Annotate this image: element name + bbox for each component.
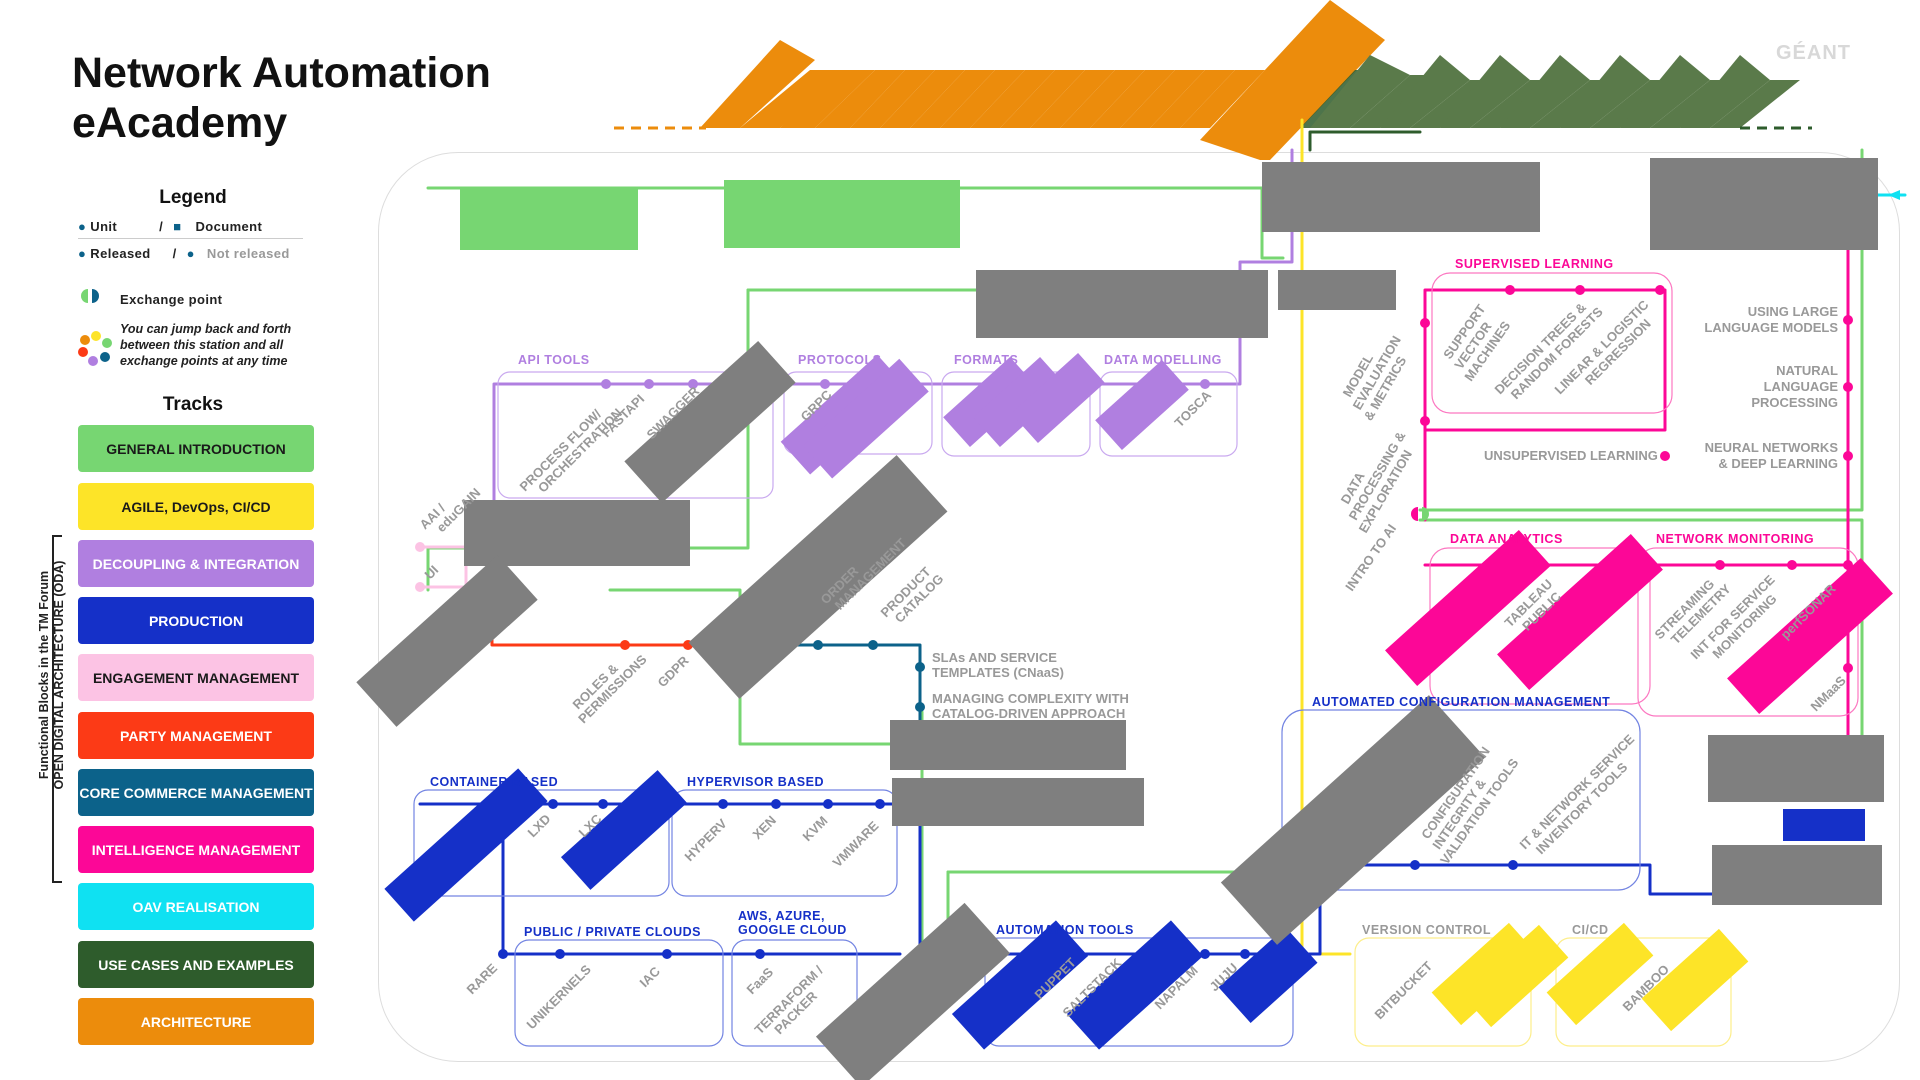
group-supervised: SUPERVISED LEARNING bbox=[1455, 257, 1614, 271]
legend-title: Legend bbox=[159, 187, 227, 208]
title-line-2: eAcademy bbox=[72, 99, 288, 147]
station-hyperv: HYPERV bbox=[682, 816, 730, 864]
group-titles: API TOOLS PROTOCOLS FORMATS DATA MODELLI… bbox=[430, 257, 1814, 939]
legend-unit-label: Unit bbox=[90, 219, 118, 234]
station-bitbucket: BITBUCKET bbox=[1372, 958, 1436, 1022]
station-kvm: KVM bbox=[800, 813, 831, 844]
group-data-analytics: DATA ANALYTICS bbox=[1450, 532, 1563, 546]
station-faas: FaaS bbox=[744, 964, 777, 997]
legend-divider bbox=[78, 238, 303, 239]
group-automated-config: AUTOMATED CONFIGURATION MANAGEMENT bbox=[1312, 695, 1610, 709]
legend-unit-document-row: ● Unit / ■ Document bbox=[78, 219, 262, 234]
group-hypervisor: HYPERVISOR BASED bbox=[687, 775, 824, 789]
oda-bracket bbox=[52, 535, 62, 883]
station-svm: SUPPORTVECTORMACHINES bbox=[1437, 301, 1514, 384]
station-unikernels: UNIKERNELS bbox=[524, 962, 595, 1033]
legend-separator: / bbox=[159, 219, 164, 234]
group-boxes bbox=[413, 272, 1859, 1047]
legend-released-row: ● Released / ● Not released bbox=[78, 246, 290, 261]
arrow-right-icon bbox=[1888, 190, 1900, 200]
group-aws-line-1: AWS, AZURE, bbox=[738, 909, 825, 923]
legend-exchange-row: Exchange point bbox=[78, 288, 222, 307]
legend-jump-note: You can jump back and forth between this… bbox=[120, 322, 292, 368]
group-data-modelling: DATA MODELLING bbox=[1104, 353, 1222, 367]
station-product-catalog: PRODUCTCATALOG bbox=[878, 561, 947, 630]
tracks-title: Tracks bbox=[162, 394, 224, 415]
station-data-processing: DATAPROCESSING &EXPLORATION bbox=[1330, 421, 1422, 535]
track-button[interactable]: GENERAL INTRODUCTION bbox=[78, 425, 314, 472]
track-button[interactable]: ENGAGEMENT MANAGEMENT bbox=[78, 654, 314, 701]
station-roles: ROLES &PERMISSIONS bbox=[565, 642, 650, 727]
legend-not-released-label: Not released bbox=[206, 246, 290, 261]
track-button[interactable]: INTELLIGENCE MANAGEMENT bbox=[78, 826, 314, 873]
station-ui: UI bbox=[422, 562, 442, 582]
group-clouds: PUBLIC / PRIVATE CLOUDS bbox=[524, 925, 701, 939]
track-button[interactable]: PRODUCTION bbox=[78, 597, 314, 644]
architecture-banner bbox=[614, 0, 1812, 160]
track-button[interactable]: AGILE, DevOps, CI/CD bbox=[78, 483, 314, 530]
group-protocols: PROTOCOLS bbox=[798, 353, 881, 367]
group-api-tools: API TOOLS bbox=[518, 353, 590, 367]
group-version-control: VERSION CONTROL bbox=[1362, 923, 1491, 937]
legend-separator: / bbox=[172, 246, 177, 261]
station-model-eval: MODELEVALUATION& METRICS bbox=[1335, 326, 1417, 423]
page-title: Network Automation eAcademy bbox=[72, 48, 491, 148]
legend-released-label: Released bbox=[90, 246, 151, 261]
group-cicd: CI/CD bbox=[1572, 923, 1609, 937]
track-button[interactable]: PARTY MANAGEMENT bbox=[78, 712, 314, 759]
document-square-icon: ■ bbox=[173, 219, 182, 234]
group-formats: FORMATS bbox=[954, 353, 1018, 367]
jump-station-icon bbox=[78, 330, 114, 371]
station-intro-ai: INTRO TO AI bbox=[1342, 521, 1399, 593]
group-aws-line-2: GOOGLE CLOUD bbox=[738, 923, 847, 937]
track-button[interactable]: USE CASES AND EXAMPLES bbox=[78, 941, 314, 988]
legend-document-label: Document bbox=[195, 219, 263, 234]
station-neural: NEURAL NETWORKS& DEEP LEARNING bbox=[1705, 440, 1839, 471]
exchange-point-icon bbox=[78, 288, 104, 307]
released-dot-icon: ● bbox=[78, 246, 87, 261]
group-automation-tools: AUTOMATION TOOLS bbox=[996, 923, 1134, 937]
geant-logo: GÉANT bbox=[1776, 42, 1851, 64]
track-button[interactable]: DECOUPLING & INTEGRATION bbox=[78, 540, 314, 587]
station-xen: XEN bbox=[750, 813, 780, 843]
station-rare: RARE bbox=[464, 960, 501, 997]
group-container: CONTAINER BASED bbox=[430, 775, 558, 789]
station-it-network: IT & NETWORK SERVICEINVENTORY TOOLS bbox=[1517, 731, 1649, 863]
title-line-1: Network Automation bbox=[72, 49, 491, 97]
track-button[interactable]: OAV REALISATION bbox=[78, 883, 314, 930]
station-unsupervised: UNSUPERVISED LEARNING bbox=[1484, 448, 1658, 463]
track-tiles bbox=[384, 180, 1893, 1050]
redacted-blocks bbox=[356, 158, 1884, 1080]
station-nmaas: NMaaS bbox=[1808, 673, 1849, 714]
station-process-flow: PROCESS FLOW/ORCHESTRATION bbox=[517, 396, 625, 504]
not-released-dot-icon: ● bbox=[186, 246, 195, 261]
station-gdpr: GDPR bbox=[655, 653, 693, 691]
track-button[interactable]: CORE COMMERCE MANAGEMENT bbox=[78, 769, 314, 816]
station-vmware: VMWARE bbox=[830, 818, 882, 870]
legend-exchange-label: Exchange point bbox=[120, 292, 223, 307]
track-button[interactable]: ARCHITECTURE bbox=[78, 998, 314, 1045]
unit-dot-icon: ● bbox=[78, 219, 87, 234]
station-iac: IAC bbox=[637, 963, 664, 990]
group-network-monitoring: NETWORK MONITORING bbox=[1656, 532, 1814, 546]
